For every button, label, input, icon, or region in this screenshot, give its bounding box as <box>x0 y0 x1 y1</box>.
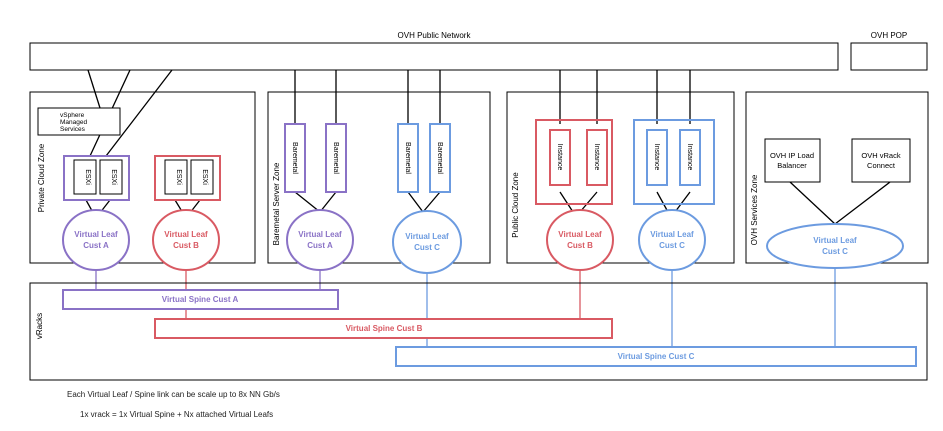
ovh-pop-label: OVH POP <box>871 31 907 40</box>
baremetal-zone-label: Baremetal Server Zone <box>272 162 281 245</box>
ovh-ip-load-balancer: OVH IP Load Balancer <box>764 138 821 183</box>
vracks-zone <box>29 282 928 381</box>
leaf-label-line-2: Cust B <box>173 241 199 250</box>
virtual-leaf-cust-a-baremetal: Virtual Leaf Cust A <box>286 209 354 271</box>
private-cloud-zone <box>29 91 256 264</box>
esxi-server <box>190 159 214 195</box>
baremetal-server-cust-c <box>429 123 451 193</box>
instance-server <box>586 129 608 186</box>
spine-label: Virtual Spine Cust C <box>618 352 695 361</box>
leaf-label-line-1: Virtual Leaf <box>558 230 602 239</box>
instance-server <box>549 129 571 186</box>
spine-label: Virtual Spine Cust A <box>162 295 239 304</box>
vrack-connect-line-2: Connect <box>867 161 896 170</box>
baremetal-servers: Baremetal Baremetal Baremetal Baremetal <box>284 123 451 193</box>
virtual-leaf-cust-b-public: Virtual Leaf Cust B <box>546 209 614 271</box>
ovh-services-zone-label: OVH Services Zone <box>750 174 759 245</box>
baremetal-label: Baremetal <box>332 142 339 174</box>
public-network: OVH Public Network <box>29 31 839 71</box>
esxi-group-cust-a: ESXi ESXi <box>63 155 130 201</box>
vsphere-line-1: vSphere <box>60 112 85 119</box>
instance-server <box>679 129 701 186</box>
note-link-scaling: Each Virtual Leaf / Spine link can be sc… <box>67 390 280 399</box>
esxi-label: ESXi <box>175 169 182 185</box>
vsphere-line-2: Managed <box>60 119 87 126</box>
esxi-server <box>164 159 188 195</box>
esxi-server <box>73 159 97 195</box>
virtual-leaf-cust-c-services: Virtual Leaf Cust C <box>766 223 904 269</box>
leaf-label-line-1: Virtual Leaf <box>813 236 857 245</box>
baremetal-label: Baremetal <box>404 142 411 174</box>
leaf-label-line-1: Virtual Leaf <box>74 230 118 239</box>
esxi-label: ESXi <box>201 169 208 185</box>
baremetal-server-cust-c <box>397 123 419 193</box>
note-vrack-definition: 1x vrack = 1x Virtual Spine + Nx attache… <box>80 410 274 419</box>
leaf-label-line-2: Cust C <box>659 241 685 250</box>
baremetal-label: Baremetal <box>291 142 298 174</box>
baremetal-server-cust-a <box>284 123 306 193</box>
leaf-label-line-1: Virtual Leaf <box>650 230 694 239</box>
virtual-spine-cust-a: Virtual Spine Cust A <box>62 289 339 310</box>
instance-label: Instance <box>686 144 693 171</box>
ovh-pop: OVH POP <box>850 31 928 71</box>
baremetal-label: Baremetal <box>436 142 443 174</box>
load-balancer-line-2: Balancer <box>777 161 807 170</box>
load-balancer-line-1: OVH IP Load <box>770 151 814 160</box>
esxi-label: ESXi <box>84 169 91 185</box>
esxi-server <box>99 159 123 195</box>
leaf-label-line-1: Virtual Leaf <box>405 232 449 241</box>
leaf-label-line-2: Cust A <box>83 241 109 250</box>
leaf-label-line-2: Cust A <box>307 241 333 250</box>
instance-label: Instance <box>653 144 660 171</box>
leaf-label-line-2: Cust B <box>567 241 593 250</box>
leaf-label-line-2: Cust C <box>822 247 848 256</box>
public-cloud-zone-label: Public Cloud Zone <box>511 172 520 238</box>
virtual-leaf-cust-c-public: Virtual Leaf Cust C <box>638 209 706 271</box>
instance-label: Instance <box>556 144 563 171</box>
public-network-label: OVH Public Network <box>398 31 472 40</box>
public-cloud-zone <box>506 91 735 264</box>
instance-group-cust-b: Instance Instance <box>535 119 613 205</box>
esxi-label: ESXi <box>110 169 117 185</box>
vsphere-line-3: Services <box>60 126 86 133</box>
spine-label: Virtual Spine Cust B <box>346 324 423 333</box>
leaf-label-line-1: Virtual Leaf <box>164 230 208 239</box>
leaf-label-line-2: Cust C <box>414 243 440 252</box>
baremetal-zone <box>267 91 491 264</box>
virtual-leaf-cust-b-private: Virtual Leaf Cust B <box>152 209 220 271</box>
esxi-group-cust-b: ESXi ESXi <box>154 155 221 201</box>
vsphere-managed-services: vSphere Managed Services <box>37 107 121 136</box>
ovh-vrack-connect: OVH vRack Connect <box>851 138 911 183</box>
virtual-leaf-cust-a-private: Virtual Leaf Cust A <box>62 209 130 271</box>
virtual-spine-cust-c: Virtual Spine Cust C <box>395 346 917 367</box>
virtual-spine-cust-b: Virtual Spine Cust B <box>154 318 613 339</box>
baremetal-server-cust-a <box>325 123 347 193</box>
private-cloud-zone-label: Private Cloud Zone <box>37 143 46 212</box>
instance-label: Instance <box>593 144 600 171</box>
instance-group-cust-c: Instance Instance <box>633 119 715 205</box>
virtual-leaf-cust-c-baremetal: Virtual Leaf Cust C <box>392 210 462 274</box>
vrack-connect-line-1: OVH vRack <box>861 151 900 160</box>
instance-server <box>646 129 668 186</box>
vracks-zone-label: vRacks <box>35 313 44 339</box>
leaf-label-line-1: Virtual Leaf <box>298 230 342 239</box>
